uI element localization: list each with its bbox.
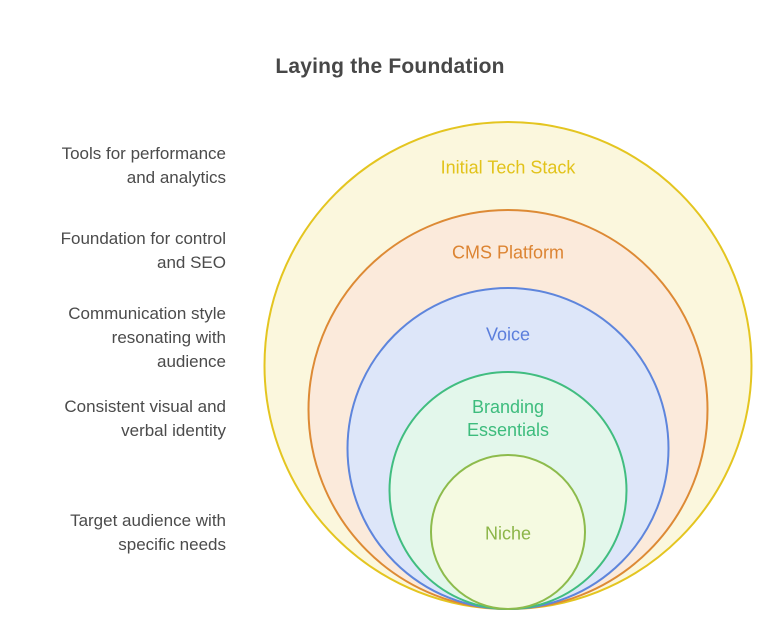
ring-label-line: CMS Platform <box>451 242 565 263</box>
ring-label-initial-tech-stack: Initial Tech Stack <box>441 157 576 180</box>
ring-label-line: Essentials <box>466 420 550 440</box>
ring-description-voice: Communication style resonating with audien… <box>68 302 226 374</box>
ring-description-cms-platform: Foundation for control and SEO <box>61 227 226 275</box>
ring-description-line: Tools for performance <box>61 144 226 163</box>
ring-description-niche: Target audience with specific needs <box>70 509 226 557</box>
ring-description-line: and SEO <box>157 253 226 272</box>
ring-description-initial-tech-stack: Tools for performance and analytics <box>62 142 226 190</box>
ring-description-line: audience <box>156 352 226 371</box>
ring-circle-niche <box>430 454 586 610</box>
ring-description-line: Foundation for control <box>60 229 226 248</box>
ring-description-line: Consistent visual and <box>64 397 226 416</box>
ring-label-niche: Niche <box>485 523 531 546</box>
ring-description-branding-essentials: Consistent visual and verbal identity <box>64 395 226 443</box>
ring-label-cms-platform: CMS Platform <box>452 242 564 265</box>
ring-description-line: resonating with <box>111 328 226 347</box>
ring-label-line: Initial Tech Stack <box>440 157 576 178</box>
page-title: Laying the Foundation <box>275 55 505 78</box>
ring-description-line: Target audience with <box>70 511 226 530</box>
ring-description-line: specific needs <box>118 535 226 554</box>
ring-description-line: verbal identity <box>121 421 226 440</box>
ring-label-line: Branding <box>471 397 545 417</box>
ring-description-line: and analytics <box>126 168 226 187</box>
ring-label-line: Niche <box>484 523 532 544</box>
ring-label-line: Voice <box>485 324 531 345</box>
ring-label-voice: Voice <box>486 324 530 347</box>
ring-description-line: Communication style <box>68 304 226 323</box>
